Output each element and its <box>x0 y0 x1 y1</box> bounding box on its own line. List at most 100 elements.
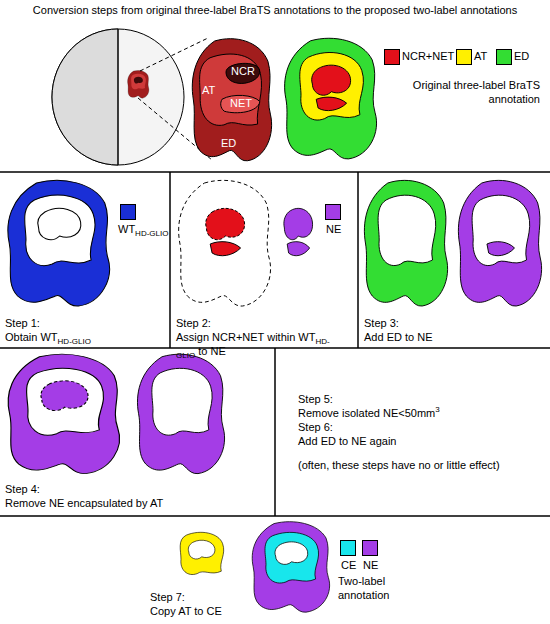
hole <box>25 195 95 265</box>
ne-mask <box>137 354 224 473</box>
step-text: Obtain WT <box>5 331 58 343</box>
legend-entry: ED <box>514 49 529 63</box>
step-text: Step 7: <box>150 591 185 603</box>
divider <box>357 172 359 348</box>
legend-text: WT <box>118 223 135 235</box>
superscript: 3 <box>435 405 439 414</box>
step-text: (often, these steps have no or little ef… <box>298 459 500 471</box>
step-text: Step 5: <box>298 393 333 405</box>
tumor-region: ATNCRNET <box>196 50 266 128</box>
text-line: Step 5: <box>298 392 543 406</box>
ne-region <box>8 354 119 473</box>
at-mask <box>180 532 224 574</box>
region-label: ED <box>221 137 236 150</box>
ne-region <box>287 242 309 256</box>
legend-entry: CE <box>341 558 356 572</box>
net-region <box>210 242 240 256</box>
region-shape <box>192 39 271 161</box>
panel-dividers <box>0 172 550 516</box>
step-text: Step 2: <box>176 317 211 329</box>
figure-title: Conversion steps from original three-lab… <box>0 4 550 16</box>
text-line: Original three-label BraTS annotation <box>405 78 540 106</box>
tumor-region: NCR <box>222 58 262 86</box>
text-line: Remove isolated NE<50mm3 <box>298 406 543 420</box>
legend-text: NE <box>326 223 341 235</box>
midline <box>118 29 119 165</box>
tumor-region: EDATNCRNET <box>190 36 272 162</box>
region-shape <box>221 95 260 112</box>
hole <box>472 195 530 265</box>
small-tumor <box>128 71 149 99</box>
ncr-region <box>206 208 245 239</box>
tumor-shape <box>134 77 143 84</box>
step-text: to NE <box>198 345 226 357</box>
step-text: Add ED to NE <box>364 331 432 343</box>
step-text: Remove isolated NE<50mm <box>298 407 435 419</box>
step-text: Two-label annotation <box>338 575 389 601</box>
wt-mask <box>8 180 110 306</box>
legend-swatch <box>325 204 341 220</box>
text-line: Two-label annotation <box>338 574 418 602</box>
hole <box>27 368 104 435</box>
legend-swatch <box>456 49 472 65</box>
legend-swatch <box>496 49 512 65</box>
hole-outline <box>38 208 81 239</box>
text-line: Step 1: <box>5 316 165 330</box>
hemisphere <box>52 29 118 165</box>
legend-entry: NCR+NET <box>402 49 454 63</box>
ne-region <box>137 354 224 473</box>
wt-outline <box>179 180 271 306</box>
step-text: Remove NE encapsulated by AT <box>5 497 163 509</box>
head <box>52 29 184 165</box>
region-label: NCR <box>231 65 255 78</box>
text-line: Step 4: <box>5 482 265 496</box>
ne-region <box>284 208 313 239</box>
two-label-annotation <box>252 522 329 612</box>
ne-region <box>487 242 515 256</box>
text-line: Step 6: <box>298 420 543 434</box>
hole <box>188 540 215 559</box>
legend-text: ED <box>514 50 529 62</box>
ed-region <box>285 38 377 159</box>
legend-entry: NE <box>363 558 378 572</box>
step-text: Assign NCR+NET within WT <box>176 331 315 343</box>
step-text: Step 4: <box>5 483 40 495</box>
text-line: Step 7: <box>150 590 248 604</box>
hole <box>378 195 436 265</box>
legend-swatch <box>120 204 136 220</box>
text-line: Step 2: <box>176 316 354 330</box>
step-text: Step 3: <box>364 317 399 329</box>
at-region <box>300 52 364 120</box>
three-label-annotation <box>285 38 377 159</box>
legend-swatch <box>362 540 378 556</box>
subscript: HD-GLIO <box>135 229 168 238</box>
step-text: Original three-label BraTS annotation <box>413 79 540 105</box>
text-line: Step 3: <box>364 316 544 330</box>
text-line: Copy AT to CE <box>150 604 248 618</box>
at-region <box>180 532 224 574</box>
text-line: Add ED to NE <box>364 330 544 344</box>
ce-region <box>265 532 319 583</box>
text-line: Add ED to NE again <box>298 434 543 448</box>
divider <box>274 348 276 516</box>
legend-text: NCR+NET <box>402 50 454 62</box>
legend-entry: WTHD-GLIO <box>118 222 168 236</box>
tumor-shape <box>131 74 146 89</box>
tumor-region: NET <box>220 92 262 116</box>
encapsulated-ne <box>41 381 88 411</box>
ne-mask <box>284 208 313 255</box>
ncr-region <box>312 65 351 95</box>
ncr-net-in-wt <box>179 180 271 306</box>
divider <box>169 172 171 348</box>
ed-region <box>364 180 447 306</box>
region-shape <box>200 54 262 125</box>
legend-text: AT <box>474 50 487 62</box>
legend-swatch <box>384 49 400 65</box>
legend-swatch <box>340 540 356 556</box>
divider <box>0 171 550 173</box>
region-shape <box>226 63 260 83</box>
text-line: Remove NE encapsulated by AT <box>5 496 265 510</box>
net-region <box>316 97 346 111</box>
step-text: Add ED to NE again <box>298 435 396 447</box>
legend-text: CE <box>341 559 356 571</box>
